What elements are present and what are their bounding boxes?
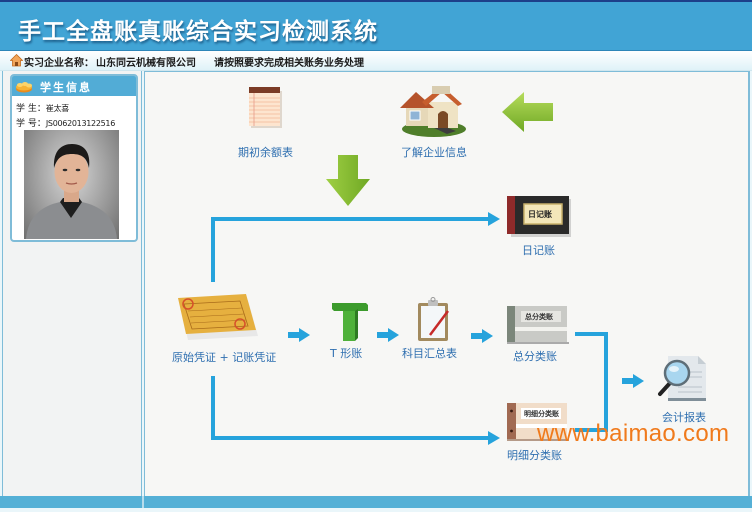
flow-line-subsidiary-to-report xyxy=(575,428,608,432)
app-header: 手工全盘账真账综合实习检测系统 xyxy=(0,0,752,51)
opening-balance-label[interactable]: 期初余额表 xyxy=(238,146,293,159)
arrow-right-small-icon xyxy=(377,328,399,342)
subsidiary-ledger-node[interactable]: 明细分类账 xyxy=(507,403,569,441)
person-portrait-icon xyxy=(26,144,117,239)
main-flow-panel xyxy=(144,71,750,497)
summary-node[interactable] xyxy=(416,297,452,341)
subsidiary-ledger-label[interactable]: 明细分类账 xyxy=(507,449,562,462)
student-name-value: 崔太喜 xyxy=(45,104,69,113)
flow-line-to-subsidiary-horizontal xyxy=(211,436,491,440)
student-card-header: 学生信息 xyxy=(12,76,136,96)
general-ledger-label[interactable]: 总分类账 xyxy=(513,350,557,363)
company-info-label[interactable]: 了解企业信息 xyxy=(401,146,467,159)
student-id-value: JS0062013122516 xyxy=(45,119,115,128)
company-info-node[interactable] xyxy=(392,82,470,138)
summary-label[interactable]: 科目汇总表 xyxy=(402,347,457,360)
arrow-right-small-icon xyxy=(471,329,493,343)
financial-report-label[interactable]: 会计报表 xyxy=(662,411,706,424)
student-name-label: 学 生： xyxy=(16,104,46,114)
student-info-card: 学生信息 学 生：崔太喜 学 号：JS0062013122516 xyxy=(10,74,138,242)
watermark-text: www.baimao.com xyxy=(537,420,730,447)
general-ledger-node[interactable]: 总分类账 xyxy=(507,306,569,344)
t-account-node[interactable] xyxy=(330,303,368,341)
report-search-icon xyxy=(658,356,706,401)
flow-line-to-subsidiary-vertical xyxy=(211,376,215,440)
flow-line-to-journal-vertical xyxy=(211,217,215,282)
green-arrow-down-icon xyxy=(326,155,370,206)
company-info-bar: 实习企业名称： 山东同云机械有限公司 请按照要求完成相关账务业务处理 xyxy=(0,51,752,71)
journal-label[interactable]: 日记账 xyxy=(522,244,555,257)
footer-divider xyxy=(142,496,144,508)
financial-report-node[interactable] xyxy=(654,354,710,402)
t-account-label[interactable]: T 形账 xyxy=(330,347,363,360)
flow-line-to-journal-horizontal xyxy=(211,217,491,221)
student-id-row: 学 号：JS0062013122516 xyxy=(16,116,115,129)
student-photo xyxy=(24,130,119,239)
journal-book-title: 日记账 xyxy=(528,210,552,219)
instruction-text: 请按照要求完成相关账务业务处理 xyxy=(214,58,364,69)
home-icon xyxy=(10,54,23,67)
subsidiary-book-title: 明细分类账 xyxy=(524,410,559,418)
notepad-icon xyxy=(249,87,282,128)
opening-balance-node[interactable] xyxy=(248,85,284,129)
student-id-label: 学 号： xyxy=(16,119,46,129)
arrow-right-icon xyxy=(488,431,500,445)
clipboard-icon xyxy=(418,297,449,341)
footer-bar xyxy=(0,496,752,508)
arrow-right-icon xyxy=(488,212,500,226)
flow-line-general-to-report xyxy=(575,332,608,336)
arrow-right-small-icon xyxy=(622,374,644,388)
app-title: 手工全盘账真账综合实习检测系统 xyxy=(18,19,378,45)
flow-line-bracket-vertical xyxy=(604,332,608,432)
green-arrow-left-icon xyxy=(502,92,553,132)
general-book-title: 总分类账 xyxy=(525,313,553,321)
ledger-book-icon xyxy=(507,403,569,441)
company-name: 山东同云机械有限公司 xyxy=(96,58,196,69)
ledger-book-icon xyxy=(507,306,569,344)
company-label: 实习企业名称： xyxy=(24,58,94,69)
vouchers-node[interactable] xyxy=(174,294,258,342)
house-icon xyxy=(400,86,466,137)
sidebar: 学生信息 学 生：崔太喜 学 号：JS0062013122516 xyxy=(2,71,142,497)
arrow-right-small-icon xyxy=(288,328,310,342)
t-letter-icon xyxy=(332,303,368,341)
journal-book-icon xyxy=(507,196,571,237)
coins-icon xyxy=(16,82,32,93)
journal-node[interactable]: 日记账 xyxy=(507,196,571,238)
student-name-row: 学 生：崔太喜 xyxy=(16,101,69,114)
student-card-title: 学生信息 xyxy=(40,81,92,94)
vouchers-label[interactable]: 原始凭证 + 记账凭证 xyxy=(172,351,277,364)
voucher-stack-icon xyxy=(178,294,258,340)
